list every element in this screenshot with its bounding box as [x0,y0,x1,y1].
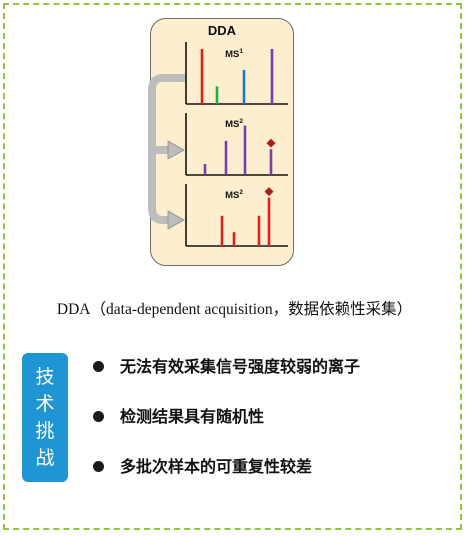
spectrum-label-superscript: 1 [239,48,243,55]
challenge-item: 无法有效采集信号强度较弱的离子 [90,354,360,379]
dashed-frame [3,3,462,530]
spectrum-label-superscript: 2 [239,118,243,125]
dda-caption: DDA（data-dependent acquisition，数据依赖性采集） [56,301,413,318]
bullet-icon [93,361,104,372]
arrowhead-icon [167,140,185,160]
challenge-list: 无法有效采集信号强度较弱的离子 检测结果具有随机性 多批次样本的可重复性较差 [90,354,360,504]
workflow-arrow-shaft [148,74,186,224]
spectrum-label: MS1 [225,48,243,60]
workflow-arrows [148,74,186,230]
tech-box-char: 战 [35,446,55,469]
challenge-item: 检测结果具有随机性 [90,404,360,429]
challenge-text: 无法有效采集信号强度较弱的离子 [120,357,361,376]
challenge-item: 多批次样本的可重复性较差 [90,454,360,479]
challenge-text: 多批次样本的可重复性较差 [120,457,313,476]
precursor-diamond-icon [264,187,274,197]
challenge-text: 检测结果具有随机性 [120,407,265,426]
precursor-diamond-icon [266,138,276,148]
dda-title: DDA [207,23,237,38]
spectrum-label: MS2 [225,189,243,201]
bullet-icon [93,461,104,472]
bullet-icon [93,411,104,422]
spectrum-label: MS2 [225,118,243,130]
spectrum-label-superscript: 2 [239,189,243,196]
tech-box-char: 术 [35,392,55,415]
tech-box-char: 挑 [35,419,55,442]
arrowhead-icon [167,210,185,230]
tech-challenges-badge: 技 术 挑 战 [22,353,68,482]
tech-box-char: 技 [35,365,55,388]
